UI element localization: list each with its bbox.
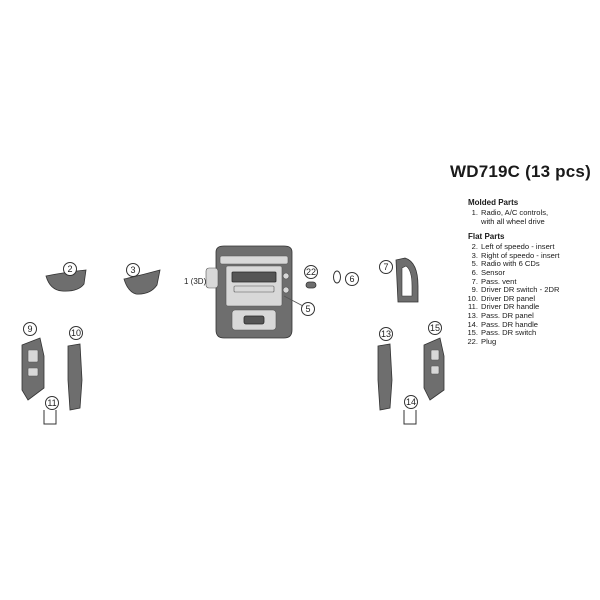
item-number: 9.	[471, 285, 478, 295]
item-number: 2.	[471, 242, 478, 252]
svg-text:6: 6	[349, 274, 354, 284]
part-15-pass-door-switch	[423, 337, 445, 401]
item-description: Right of speedo - insert	[481, 250, 560, 260]
callout-10: 10	[69, 326, 83, 340]
svg-text:3: 3	[130, 265, 135, 275]
kit-title: WD719C (13 pcs)	[450, 162, 591, 181]
item-number: 11.	[468, 302, 478, 312]
callout-1: 1 (3D)	[184, 277, 207, 286]
callout-9: 9	[23, 322, 37, 336]
callout-13: 13	[379, 327, 393, 341]
part-6-sensor	[333, 270, 341, 284]
svg-text:2: 2	[67, 264, 72, 274]
part-13-pass-door-panel	[377, 343, 393, 411]
item-number: 7.	[471, 276, 478, 286]
svg-text:7: 7	[383, 262, 388, 272]
legend-section-molded: Molded Parts 1. Radio, A/C controls, wit…	[450, 198, 595, 226]
legend-section-flat: Flat Parts 2.Left of speedo - insert 3.R…	[450, 232, 595, 346]
item-number: 14.	[467, 319, 478, 329]
item-description: Pass. DR switch	[481, 328, 537, 338]
part-7-pass-vent	[395, 257, 419, 303]
svg-text:15: 15	[430, 323, 440, 333]
part-22-plug	[305, 281, 317, 289]
callout-15: 15	[428, 321, 442, 335]
item-description: Driver DR switch - 2DR	[481, 285, 560, 295]
item-number: 1.	[471, 208, 478, 217]
item-number: 15.	[467, 328, 478, 338]
part-5-radio-6cd	[283, 295, 304, 307]
callout-22: 22	[304, 265, 318, 279]
list-item: 5.Radio with 6 CDs	[450, 260, 595, 269]
list-item: 6.Sensor	[450, 267, 595, 278]
callout-5: 5	[301, 302, 315, 316]
item-description: Radio with 6 CDs	[481, 259, 540, 269]
item-description: Pass. DR handle	[481, 319, 538, 329]
list-item: 14.Pass. DR handle	[450, 319, 595, 330]
item-description: Pass. vent	[481, 276, 517, 286]
item-number: 13.	[467, 310, 478, 320]
part-1-radio-ac-bezel	[205, 245, 293, 339]
list-item: 10.Driver DR panel	[450, 293, 595, 304]
item-description: Driver DR panel	[481, 293, 536, 303]
list-item: 9.Driver DR switch - 2DR	[450, 286, 595, 295]
item-number: 22.	[467, 336, 478, 346]
list-item: 11.Driver DR handle	[450, 303, 595, 312]
list-item: 22.Plug	[450, 336, 595, 347]
part-11-driver-door-handle	[43, 410, 57, 425]
svg-text:9: 9	[27, 324, 32, 334]
item-description: Sensor	[481, 267, 506, 277]
item-number: 10.	[467, 293, 478, 303]
item-description: Radio, A/C controls, with all wheel driv…	[481, 208, 549, 226]
svg-text:10: 10	[71, 328, 81, 338]
item-description: Plug	[481, 336, 497, 346]
section-heading: Molded Parts	[468, 198, 519, 207]
list-item: 7.Pass. vent	[450, 276, 595, 287]
item-description: Driver DR handle	[481, 302, 540, 312]
section-heading: Flat Parts	[468, 232, 505, 242]
list-item: 2.Left of speedo - insert	[450, 243, 595, 252]
list-item: 15.Pass. DR switch	[450, 329, 595, 338]
callout-7: 7	[379, 260, 393, 274]
parts-legend: WD719C (13 pcs) Molded Parts 1. Radio, A…	[450, 162, 595, 352]
part-9-driver-door-switch	[21, 337, 45, 401]
item-number: 3.	[471, 250, 478, 260]
item-description: Pass. DR panel	[481, 310, 534, 320]
svg-text:14: 14	[406, 397, 416, 407]
part-14-pass-door-handle	[403, 410, 417, 425]
callout-14: 14	[404, 395, 418, 409]
list-item: 13.Pass. DR panel	[450, 310, 595, 321]
list-item: 3.Right of speedo - insert	[450, 250, 595, 261]
list-item: 1. Radio, A/C controls, with all wheel d…	[450, 208, 595, 226]
item-description: Left of speedo - insert	[481, 242, 555, 252]
svg-text:13: 13	[381, 329, 391, 339]
part-3-right-speedo-insert	[123, 269, 161, 295]
svg-text:11: 11	[47, 398, 56, 408]
item-number: 5.	[471, 259, 478, 269]
callout-3: 3	[126, 263, 140, 277]
svg-text:22: 22	[306, 267, 316, 277]
callout-6: 6	[345, 272, 359, 286]
callout-2: 2	[63, 262, 77, 276]
part-10-driver-door-panel	[67, 343, 83, 411]
callout-11: 11	[45, 396, 59, 410]
svg-text:5: 5	[305, 304, 310, 314]
item-number: 6.	[471, 267, 478, 277]
